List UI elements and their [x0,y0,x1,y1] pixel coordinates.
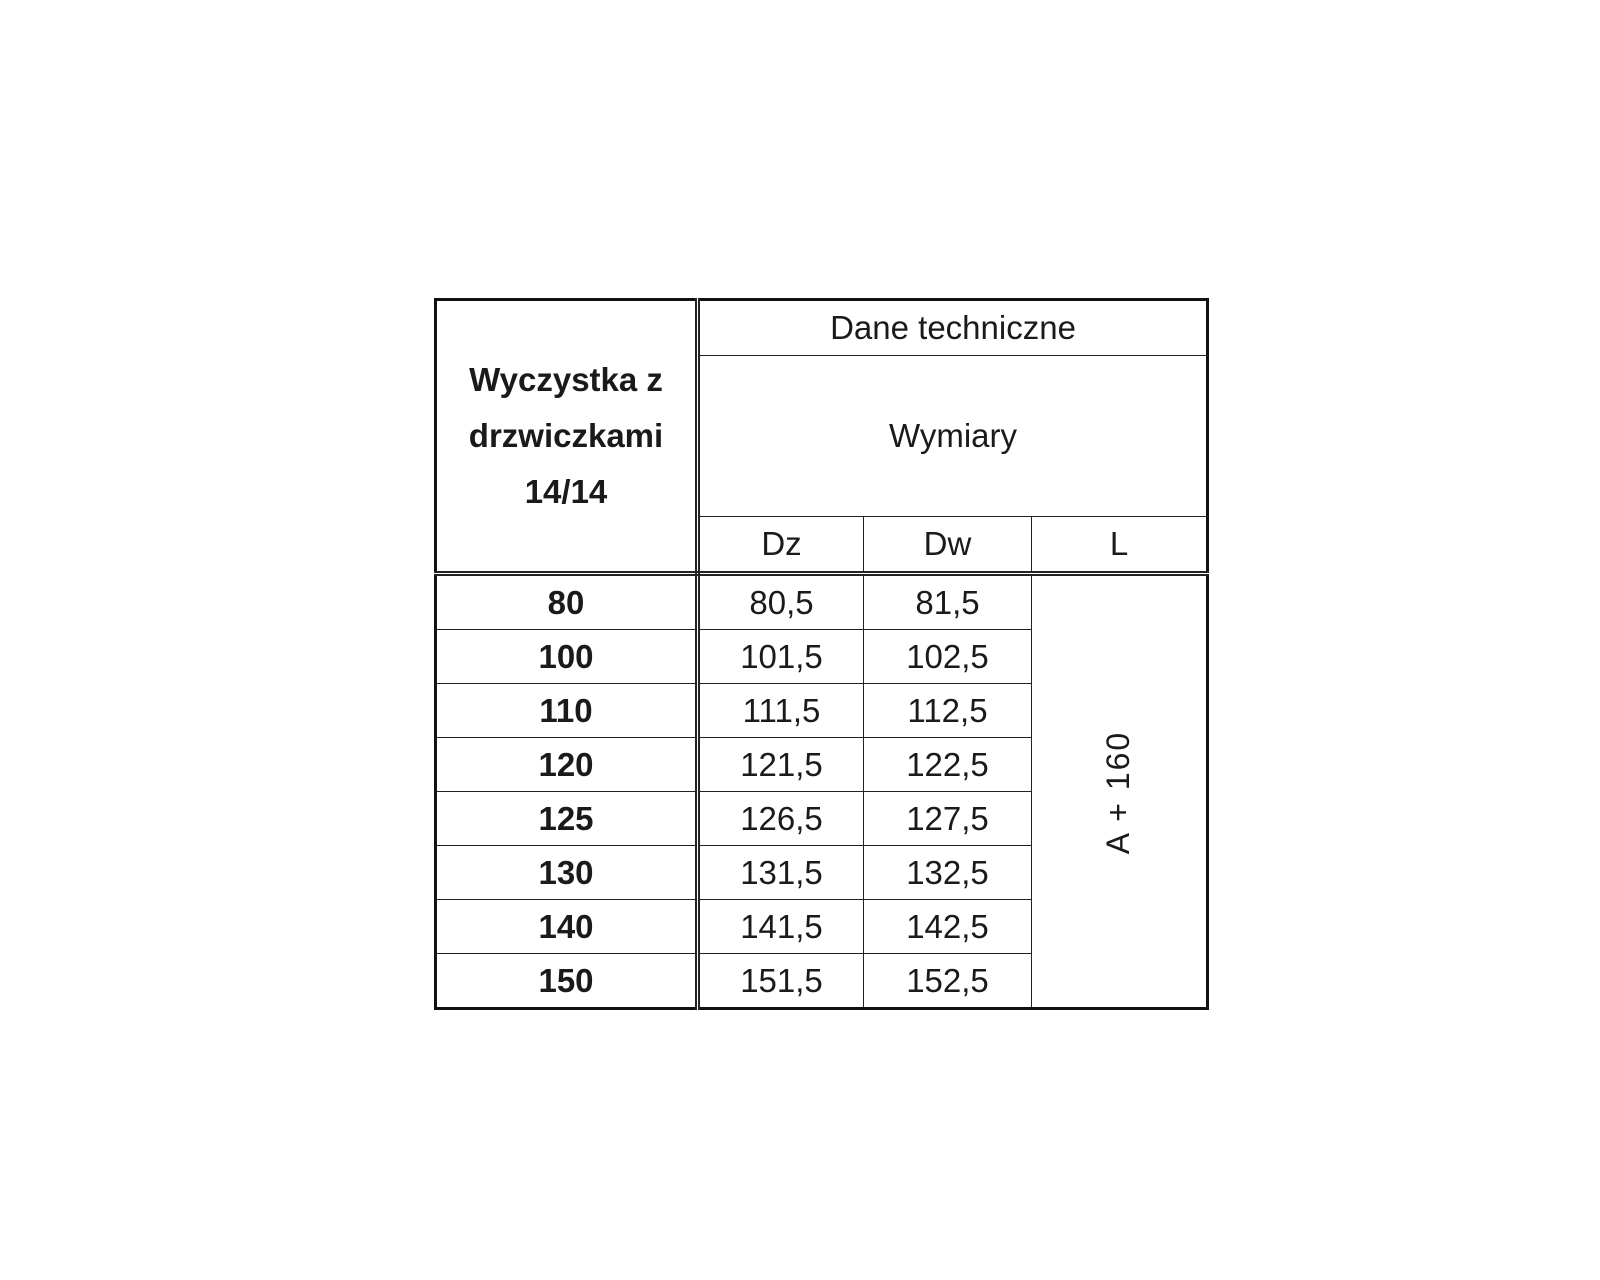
column-header-dw: Dw [863,516,1032,576]
size-cell: 140 [435,899,700,954]
dz-cell: 126,5 [697,791,864,846]
l-value-cell: A + 160 [1030,573,1209,1009]
product-name-line-1: Wyczystka z [469,361,663,398]
subgroup-header-dimensions: Wymiary [696,355,1209,517]
size-cell: 125 [435,791,700,846]
header-row-group: Wyczystka z drzwiczkami 14/14 Dane techn… [435,299,1209,576]
dw-cell: 127,5 [863,791,1032,846]
product-name-line-2: drzwiczkami [468,417,664,454]
dw-cell: 122,5 [863,737,1032,792]
header-row-columns: Dz Dw L [436,516,1209,576]
dz-cell: 141,5 [697,899,864,954]
size-cell: 80 [435,573,700,630]
spec-table: Wyczystka z drzwiczkami 14/14 Dane techn… [434,298,1210,1010]
dz-cell: 80,5 [697,573,864,630]
dw-cell: 132,5 [863,845,1032,900]
table-row: 110 111,5 112,5 [435,683,1208,738]
dw-cell: 142,5 [863,899,1032,954]
dz-cell: 121,5 [697,737,864,792]
dw-cell: 102,5 [863,629,1032,684]
table-row: 100 101,5 102,5 [435,629,1208,684]
column-header-dz: Dz [697,516,864,576]
dz-cell: 151,5 [697,953,864,1009]
table-row: 130 131,5 132,5 [435,845,1208,900]
dz-cell: 111,5 [697,683,864,738]
size-cell: 110 [435,683,700,738]
product-name-header: Wyczystka z drzwiczkami 14/14 [435,299,700,576]
table-row: 120 121,5 122,5 [435,737,1208,792]
group-header-technical-data: Dane techniczne [696,299,1209,356]
table-row: 150 151,5 152,5 [435,953,1208,1009]
spec-table-container: Wyczystka z drzwiczkami 14/14 Dane techn… [434,298,1210,1010]
size-cell: 150 [435,953,700,1009]
size-cell: 100 [435,629,700,684]
dz-cell: 101,5 [697,629,864,684]
size-cell: 120 [435,737,700,792]
dw-cell: 112,5 [863,683,1032,738]
table-row: 140 141,5 142,5 [435,899,1208,954]
header-row-subgroup: Wymiary [436,355,1209,517]
dw-cell: 81,5 [863,573,1032,630]
table-row: 80 80,5 81,5 A + 160 [435,573,1209,1009]
dz-cell: 131,5 [697,845,864,900]
column-header-l: L [1030,516,1209,576]
size-cell: 130 [435,845,700,900]
l-value-text: A + 160 [1100,730,1137,854]
dw-cell: 152,5 [863,953,1032,1009]
product-name-line-3: 14/14 [524,473,608,510]
